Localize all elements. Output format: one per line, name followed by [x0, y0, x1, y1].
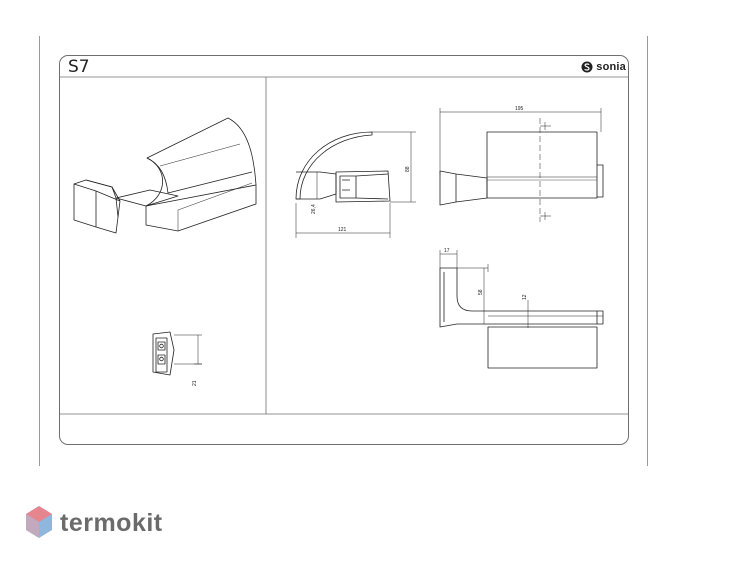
dim-side-offset: 12 — [522, 294, 528, 300]
dim-side-depth: 17 — [444, 248, 450, 254]
dim-top-width: 195 — [515, 106, 524, 112]
front-view — [295, 131, 416, 238]
dim-side-height: 58 — [478, 289, 484, 295]
hexagon-logo-icon — [26, 506, 52, 538]
watermark-name: termokit — [60, 508, 163, 537]
brand-name: sonia — [596, 61, 626, 73]
brand-logo: sonia — [581, 61, 626, 73]
model-code: S7 — [68, 57, 90, 77]
dim-front-offset: 26,4 — [311, 204, 317, 214]
watermark-logo: termokit — [24, 504, 163, 542]
sonia-s-icon — [581, 61, 593, 73]
dim-front-width: 121 — [338, 227, 347, 233]
side-view — [439, 250, 604, 369]
dim-plate-height: 21 — [192, 380, 198, 386]
drawing-sheet — [59, 55, 629, 445]
wall-plate-view — [152, 331, 202, 376]
top-view — [439, 108, 604, 222]
page-margin-right — [647, 36, 648, 466]
isometric-view — [73, 117, 257, 234]
dim-front-height: 88 — [405, 166, 411, 172]
page-margin-left — [39, 36, 40, 466]
